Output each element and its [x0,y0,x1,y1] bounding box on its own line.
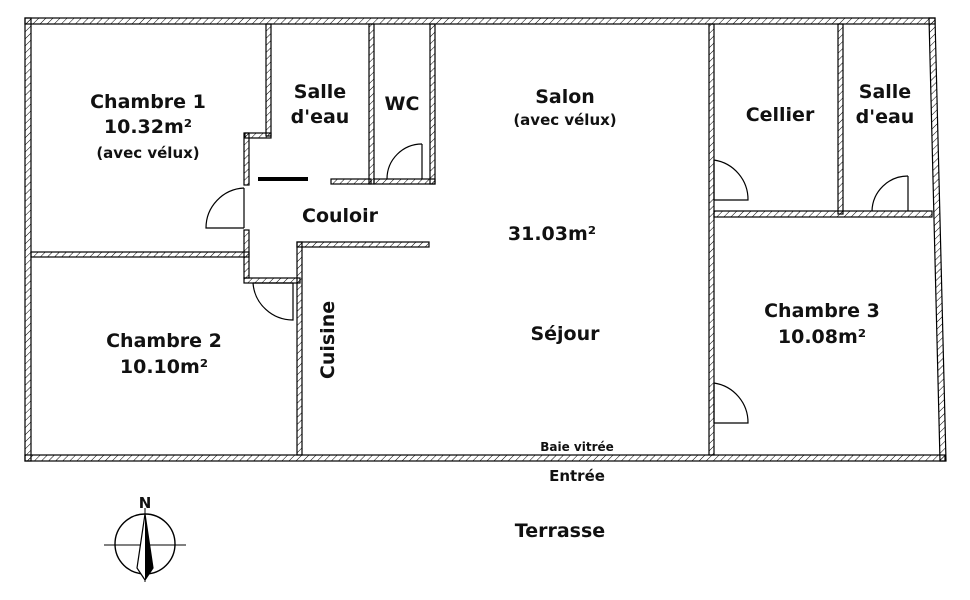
room-salle-eau-1: Salle d'eau [291,81,350,128]
room-couloir: Couloir [302,205,379,227]
room-name: Cellier [746,104,815,126]
room-cellier: Cellier [746,104,815,126]
room-salon: Salon (avec vélux) 31.03m² [508,86,617,245]
outer-walls [24,17,947,462]
compass-north-label: N [139,494,152,512]
room-note: (avec vélux) [96,144,199,162]
room-wc: WC [385,93,420,115]
door-swing-icon [386,143,423,180]
room-name-line2: d'eau [291,106,350,128]
room-name: WC [385,93,420,115]
room-sejour: Séjour [530,323,600,345]
door-swing-icon [713,382,749,424]
room-name-line1: Salle [294,81,346,103]
room-name: Couloir [302,205,379,227]
entree-label: Entrée [549,467,605,485]
sliding-door [258,177,308,181]
room-name: Salon [535,86,595,108]
door-swing-icon [252,282,294,321]
door-swing-icon [205,187,245,229]
room-salle-eau-2: Salle d'eau [856,81,915,128]
room-area: 10.10m² [120,356,208,378]
room-chambre-2: Chambre 2 10.10m² [106,330,222,378]
room-chambre-1: Chambre 1 10.32m² (avec vélux) [90,91,206,162]
room-name: Séjour [530,323,600,345]
room-area: 10.08m² [778,326,866,348]
room-area: 10.32m² [104,116,192,138]
room-name-line1: Salle [859,81,911,103]
compass-rose-icon: N [104,494,186,582]
room-note: (avec vélux) [513,111,616,129]
room-chambre-3: Chambre 3 10.08m² [764,300,880,348]
room-name: Cuisine [317,301,339,379]
baie-vitree-label: Baie vitrée [540,440,614,454]
interior-walls [30,23,933,456]
room-cuisine: Cuisine [317,301,339,379]
room-name: Chambre 1 [90,91,206,113]
door-swing-icon [713,159,749,201]
room-name: Chambre 2 [106,330,222,352]
door-swing-icon [871,175,909,212]
room-name-line2: d'eau [856,106,915,128]
terrasse-label: Terrasse [515,520,605,542]
room-area: 31.03m² [508,223,596,245]
room-name: Chambre 3 [764,300,880,322]
